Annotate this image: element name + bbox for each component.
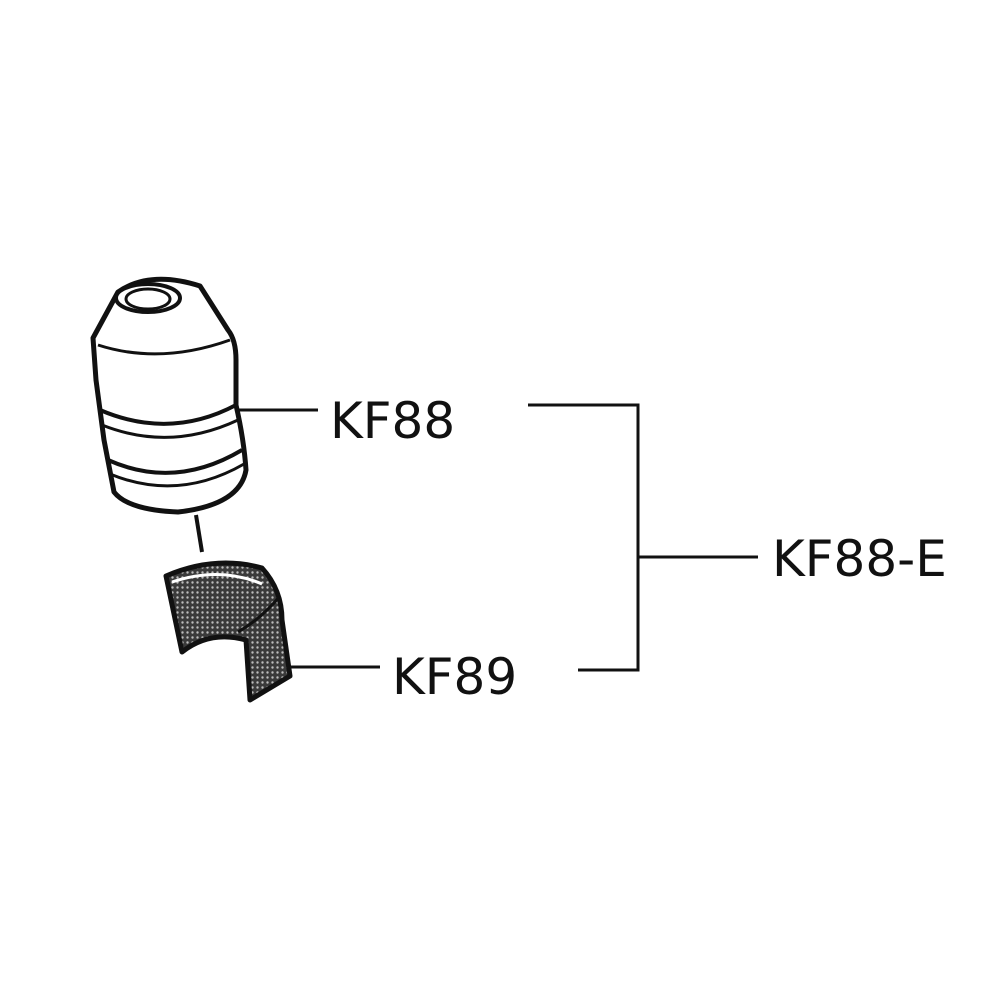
assembly-bracket bbox=[528, 403, 758, 672]
kf89-part-label: KF89 bbox=[392, 648, 518, 706]
assembly-axis-line bbox=[194, 514, 204, 553]
kf88-part-label: KF88 bbox=[330, 392, 456, 450]
mesh-filter-icon bbox=[163, 560, 293, 703]
kf88-e-assembly-label: KF88-E bbox=[772, 530, 947, 588]
conical-cap-icon bbox=[90, 276, 249, 515]
